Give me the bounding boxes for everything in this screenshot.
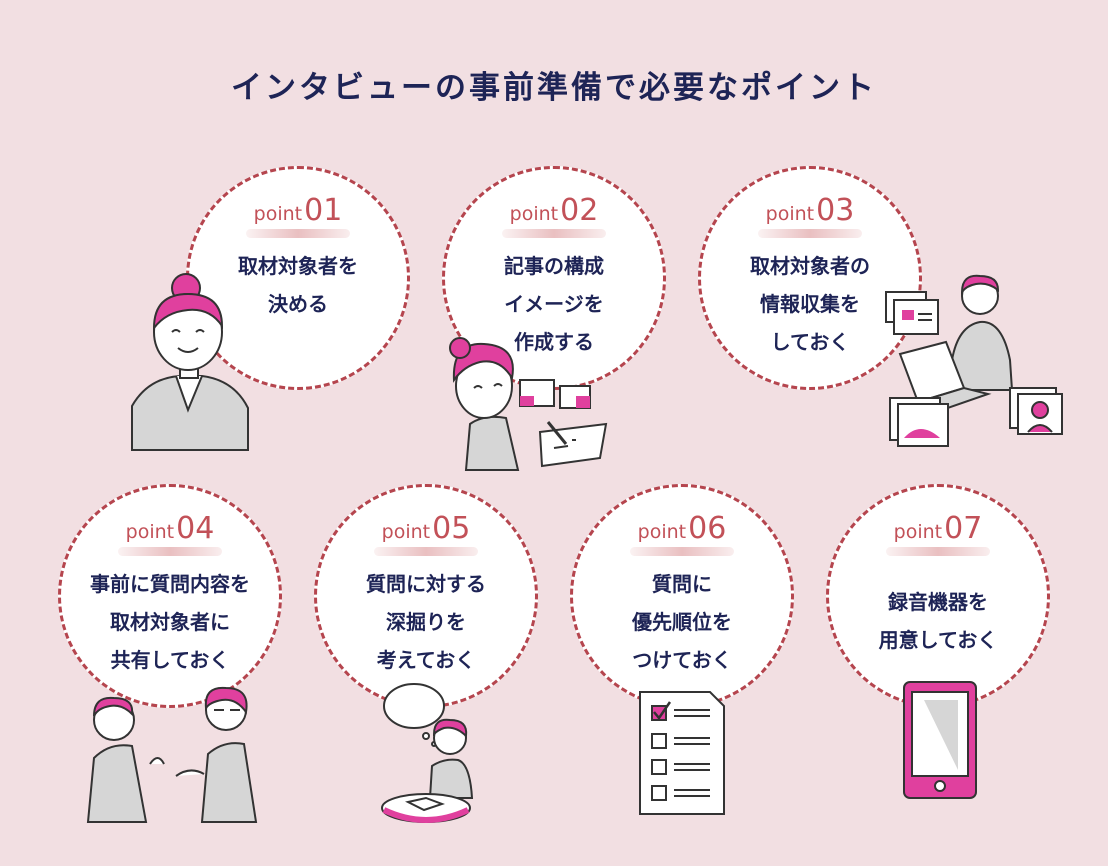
point-card-05: point05 質問に対する深掘りを考えておく: [314, 484, 538, 708]
point-text: 記事の構成イメージを作成する: [504, 254, 604, 354]
brush-decoration: [374, 547, 478, 556]
woman-interviewee-icon: [131, 273, 249, 451]
point-number: 04: [176, 511, 215, 546]
point-number: 05: [432, 511, 471, 546]
brush-decoration: [630, 547, 734, 556]
checklist-icon: [639, 691, 725, 815]
point-number: 03: [816, 193, 855, 228]
page-title: インタビューの事前準備で必要なポイント: [231, 70, 877, 106]
point-label: point03: [765, 193, 855, 228]
point-number: 07: [944, 511, 983, 546]
point-number: 01: [304, 193, 343, 228]
brush-decoration: [886, 547, 990, 556]
point-text: 取材対象者の情報収集をしておく: [750, 254, 870, 354]
person-thinking-icon: [381, 683, 474, 823]
point-card-07: point07 録音機器を用意しておく: [826, 484, 1050, 708]
point-text: 質問に優先順位をつけておく: [632, 572, 732, 672]
point-label: point02: [509, 193, 599, 228]
point-card-06: point06 質問に優先順位をつけておく: [570, 484, 794, 708]
brush-decoration: [118, 547, 222, 556]
woman-sketching-icon: [449, 337, 608, 471]
two-people-talking-icon: [86, 686, 258, 823]
point-text: 質問に対する深掘りを考えておく: [366, 572, 486, 672]
man-laptop-research-icon: [885, 274, 1063, 447]
point-label: point05: [381, 511, 471, 546]
point-label: point07: [893, 511, 983, 546]
point-number: 02: [560, 193, 599, 228]
point-text: 事前に質問内容を取材対象者に共有しておく: [90, 572, 250, 672]
brush-decoration: [246, 229, 350, 238]
brush-decoration: [758, 229, 862, 238]
brush-decoration: [502, 229, 606, 238]
point-label: point04: [125, 511, 215, 546]
smartphone-icon: [903, 681, 977, 799]
point-text: 取材対象者を決める: [238, 254, 358, 316]
point-label: point01: [253, 193, 343, 228]
point-card-01: point01 取材対象者を決める: [186, 166, 410, 390]
point-text: 録音機器を用意しておく: [878, 590, 998, 652]
point-card-04: point04 事前に質問内容を取材対象者に共有しておく: [58, 484, 282, 708]
point-number: 06: [688, 511, 727, 546]
point-card-03: point03 取材対象者の情報収集をしておく: [698, 166, 922, 390]
point-label: point06: [637, 511, 727, 546]
